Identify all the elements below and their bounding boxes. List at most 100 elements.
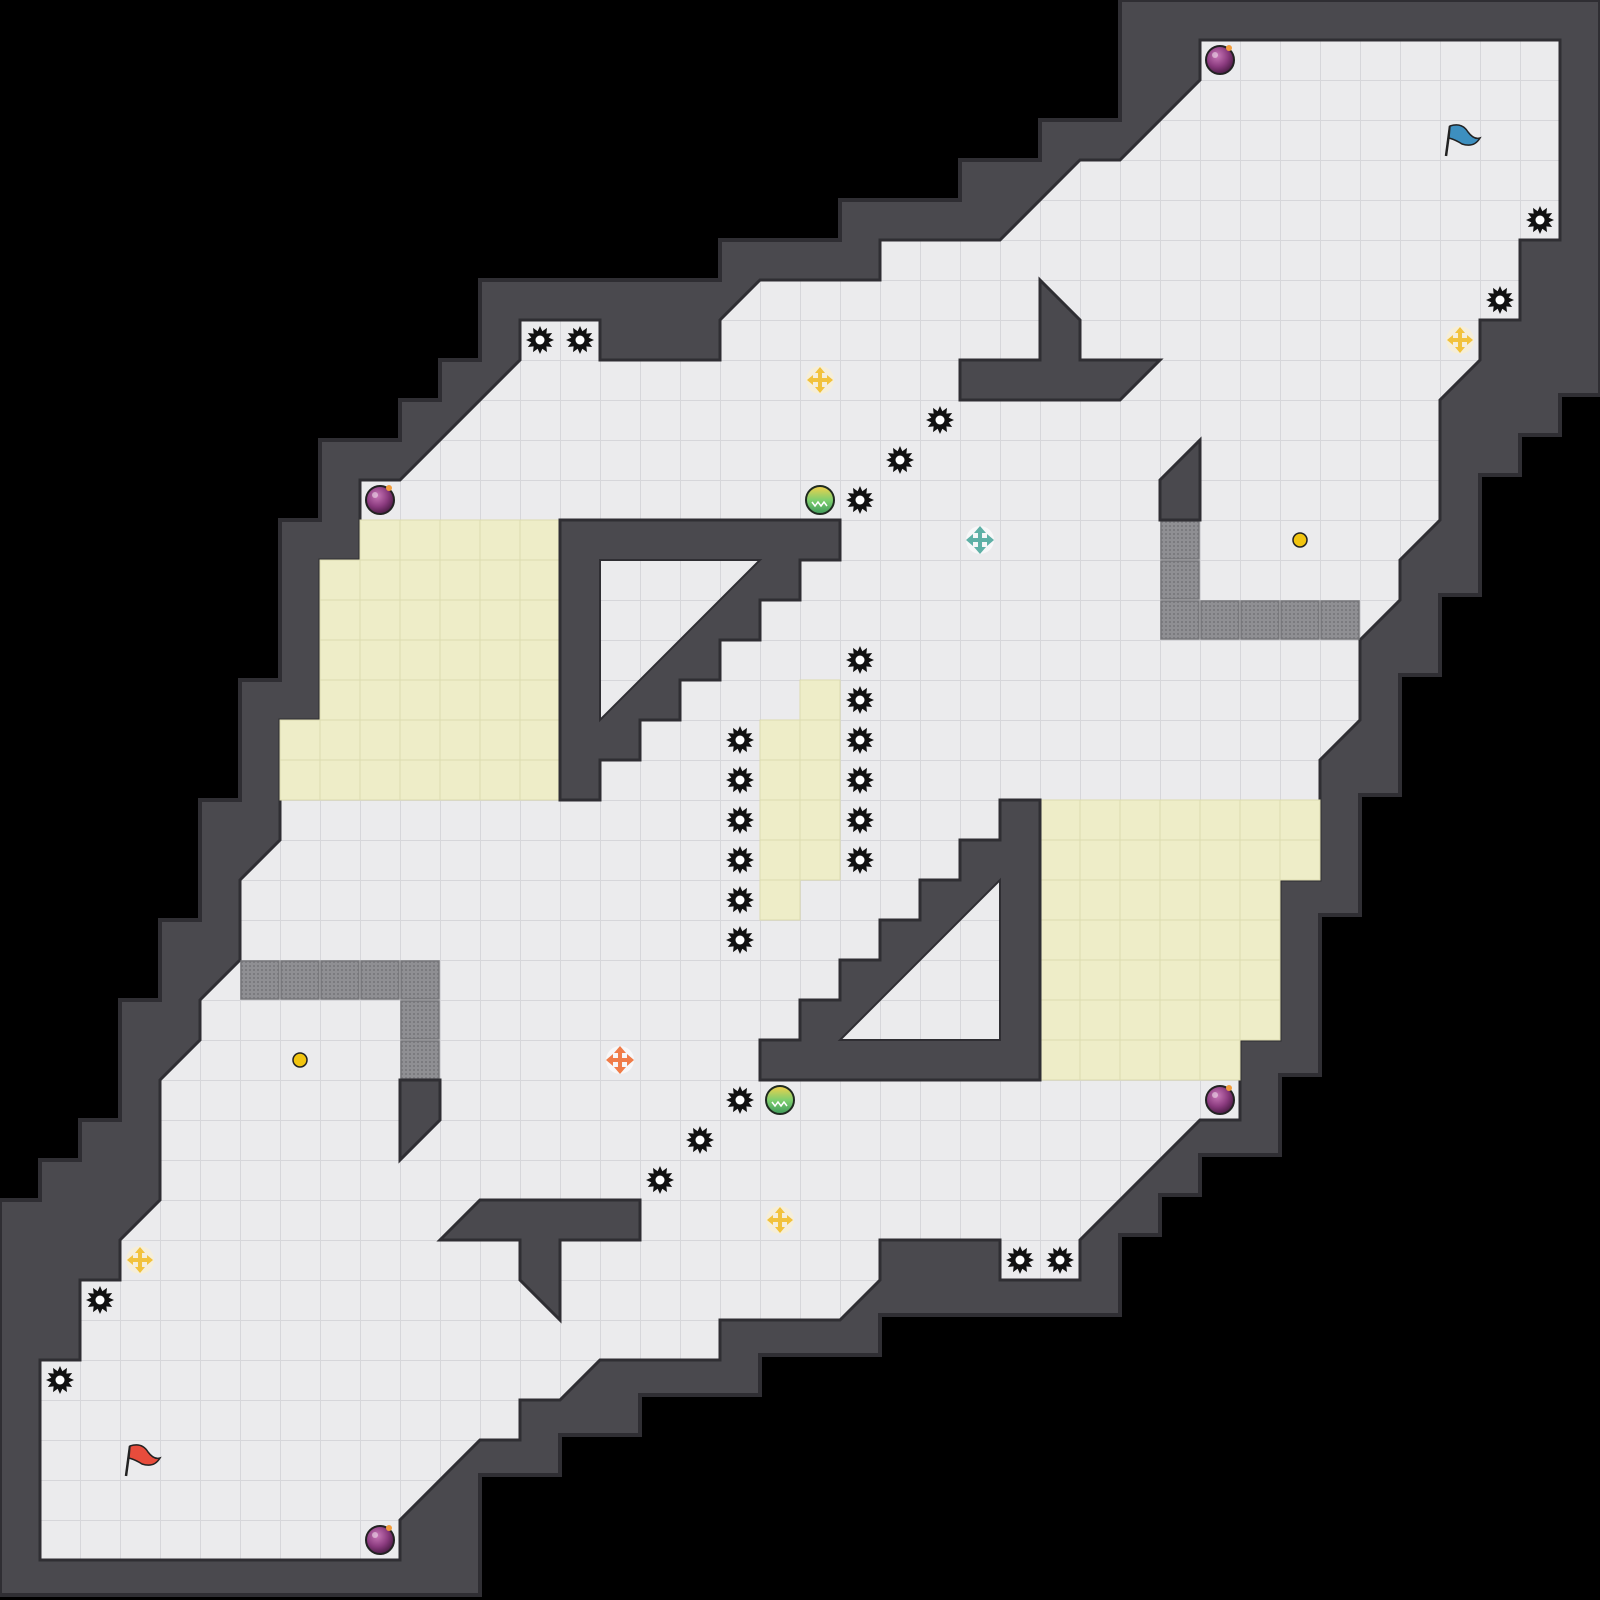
teal-arrows-icon[interactable]	[966, 526, 994, 554]
boost-icon[interactable]	[806, 366, 834, 394]
spike-icon	[726, 926, 754, 954]
sand-tile	[1199, 999, 1241, 1041]
sand-tile	[1239, 839, 1281, 881]
mesh-tile	[1160, 600, 1200, 640]
sand-tile	[1119, 999, 1161, 1041]
sand-tile	[1039, 839, 1081, 881]
gem-icon[interactable]	[765, 1085, 795, 1115]
sand-tile	[439, 679, 481, 721]
sand-tile	[1199, 799, 1241, 841]
sand-tile	[799, 719, 841, 761]
sand-tile	[1119, 959, 1161, 1001]
sand-tile	[399, 719, 441, 761]
portal-icon[interactable]	[1205, 1085, 1235, 1115]
sand-tile	[759, 839, 801, 881]
spike-icon	[726, 766, 754, 794]
spike-icon	[566, 326, 594, 354]
mesh-tile	[400, 1000, 440, 1040]
sand-tile	[1079, 879, 1121, 921]
sand-tile	[359, 599, 401, 641]
sand-tile	[439, 559, 481, 601]
spike-icon	[1526, 206, 1554, 234]
sand-tile	[439, 599, 481, 641]
sand-tile	[1199, 839, 1241, 881]
sand-tile	[279, 759, 321, 801]
spike-icon	[526, 326, 554, 354]
sand-tile	[519, 559, 561, 601]
sand-tile	[319, 759, 361, 801]
sand-tile	[1079, 799, 1121, 841]
coin-icon[interactable]	[1292, 532, 1308, 548]
sand-tile	[1039, 879, 1081, 921]
spike-icon	[926, 406, 954, 434]
sand-tile	[1199, 919, 1241, 961]
sand-tile	[1279, 839, 1321, 881]
sand-tile	[479, 679, 521, 721]
mesh-tile	[400, 960, 440, 1000]
spike-icon	[846, 726, 874, 754]
portal-icon[interactable]	[1205, 45, 1235, 75]
sand-tile	[359, 559, 401, 601]
boost-icon[interactable]	[766, 1206, 794, 1234]
sand-tile	[1239, 799, 1281, 841]
sand-tile	[1119, 799, 1161, 841]
sand-tile	[799, 839, 841, 881]
sand-tile	[1239, 999, 1281, 1041]
sand-tile	[519, 759, 561, 801]
sand-tile	[519, 599, 561, 641]
coin-icon[interactable]	[292, 1052, 308, 1068]
portal-icon[interactable]	[365, 485, 395, 515]
spike-icon	[726, 886, 754, 914]
sand-tile	[1039, 959, 1081, 1001]
sand-tile	[479, 559, 521, 601]
mesh-tile	[1160, 520, 1200, 560]
sand-tile	[759, 799, 801, 841]
sand-tile	[359, 519, 401, 561]
sand-tile	[439, 719, 481, 761]
sand-tile	[1119, 879, 1161, 921]
sand-tile	[1079, 1039, 1121, 1081]
boost-icon[interactable]	[1446, 326, 1474, 354]
sand-tile	[1079, 959, 1121, 1001]
sand-tile	[799, 759, 841, 801]
orange-arrows-icon[interactable]	[606, 1046, 634, 1074]
spike-icon	[686, 1126, 714, 1154]
blue-flag-icon[interactable]	[1444, 124, 1482, 157]
spike-icon	[1046, 1246, 1074, 1274]
sand-tile	[519, 639, 561, 681]
sand-tile	[479, 759, 521, 801]
sand-tile	[479, 719, 521, 761]
spike-icon	[846, 766, 874, 794]
sand-tile	[479, 599, 521, 641]
mesh-tile	[320, 960, 360, 1000]
sand-tile	[1279, 799, 1321, 841]
spike-icon	[846, 646, 874, 674]
mesh-tile	[280, 960, 320, 1000]
sand-tile	[1159, 839, 1201, 881]
sand-tile	[1039, 799, 1081, 841]
sand-tile	[1079, 839, 1121, 881]
sand-tile	[1039, 999, 1081, 1041]
sand-tile	[359, 719, 401, 761]
spike-icon	[726, 726, 754, 754]
boost-icon[interactable]	[126, 1246, 154, 1274]
sand-tile	[1079, 999, 1121, 1041]
sand-tile	[1119, 1039, 1161, 1081]
sand-tile	[799, 799, 841, 841]
sand-tile	[1159, 799, 1201, 841]
red-flag-icon[interactable]	[124, 1444, 162, 1477]
spike-icon	[846, 806, 874, 834]
sand-tile	[319, 639, 361, 681]
sand-tile	[399, 759, 441, 801]
sand-tile	[479, 639, 521, 681]
sand-tile	[759, 719, 801, 761]
sand-tile	[399, 559, 441, 601]
sand-tile	[1159, 959, 1201, 1001]
gem-icon[interactable]	[805, 485, 835, 515]
wall-nub	[1158, 436, 1202, 522]
sand-tile	[359, 639, 401, 681]
portal-icon[interactable]	[365, 1525, 395, 1555]
spike-icon	[726, 1086, 754, 1114]
spike-icon	[646, 1166, 674, 1194]
